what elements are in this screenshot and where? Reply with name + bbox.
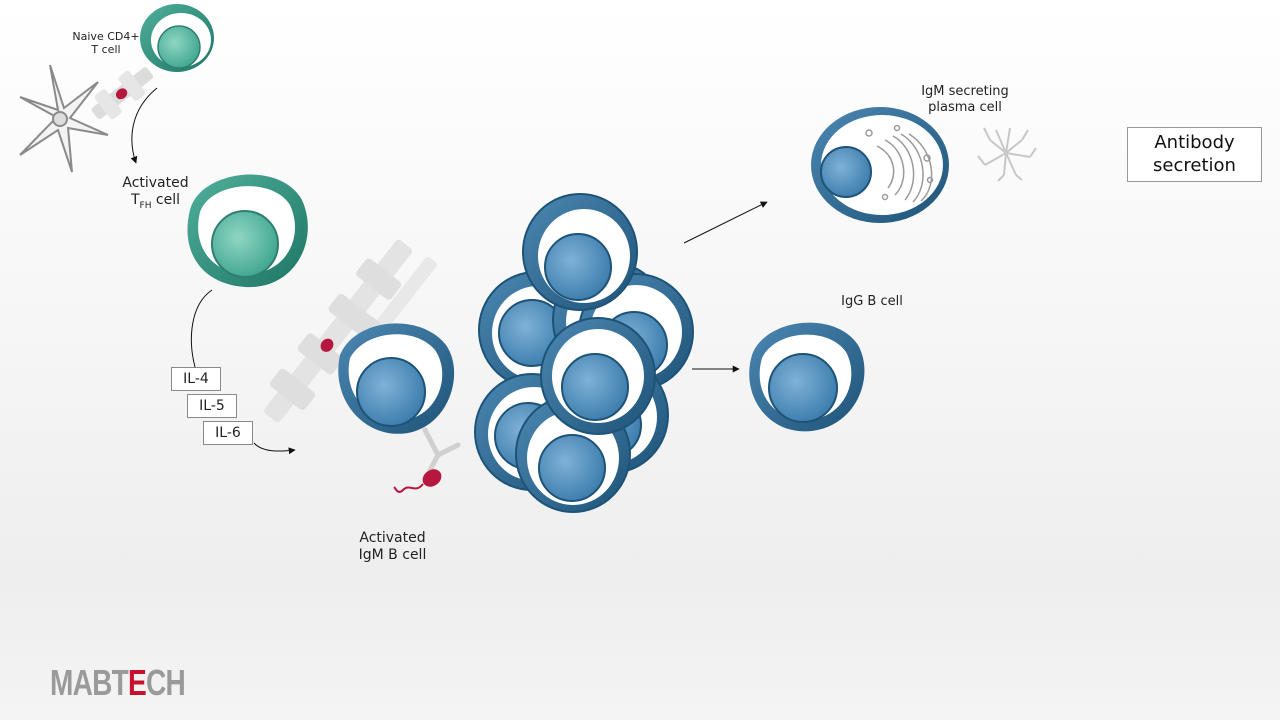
tfh-subscript: FH [139,200,152,211]
activated-igm-b-cell-label: Activated IgM B cell [358,530,427,563]
naive-t-cell-label: Naive CD4+ T cell [72,30,140,57]
cluster-cell [540,317,656,435]
antigen-bacterium [393,469,442,493]
cytokine-il6: IL-6 [203,421,253,445]
arrow-naive-to-activated [130,87,158,164]
activated-tfh-label-line2: TFH cell [108,192,203,212]
cytokines-to-b-arrow [253,442,296,455]
tfh-to-cytokines-line [190,289,213,368]
cytokine-il4: IL-4 [171,367,221,391]
logo-accent: E [127,662,147,703]
tfh-cell-word: cell [151,191,181,208]
tfh-t: T [130,191,140,208]
bcr-antibody [422,427,461,473]
igm-plasma-cell [811,107,949,223]
cluster-cell [522,193,638,311]
arrow-to-plasma-cell [683,201,768,244]
cytokine-il5: IL-5 [187,394,237,418]
logo-part-2: CH [145,662,186,703]
activated-igm-b-cell [338,323,455,434]
proliferating-b-cell-cluster [474,193,694,513]
naive-t-cell [140,4,214,72]
igg-b-cell-label: IgG B cell [841,294,903,309]
dendritic-cell [19,64,109,173]
igg-b-cell [749,322,865,432]
antibody-secretion-text: Antibody secretion [1153,132,1236,176]
logo-part-1: MABT [50,662,129,703]
mabtech-logo: MABTECH [50,662,186,706]
antibody-secretion-box: Antibody secretion [1127,127,1262,182]
activated-tfh-label: Activated TFH cell [108,175,203,211]
igm-plasma-cell-label: IgM secreting plasma cell [921,84,1009,115]
mhc-tcr-complex-small [91,67,154,120]
activated-tfh-label-line1: Activated [122,175,189,191]
activated-tfh-cell [187,174,308,288]
secreted-antibody-icon [977,127,1037,182]
